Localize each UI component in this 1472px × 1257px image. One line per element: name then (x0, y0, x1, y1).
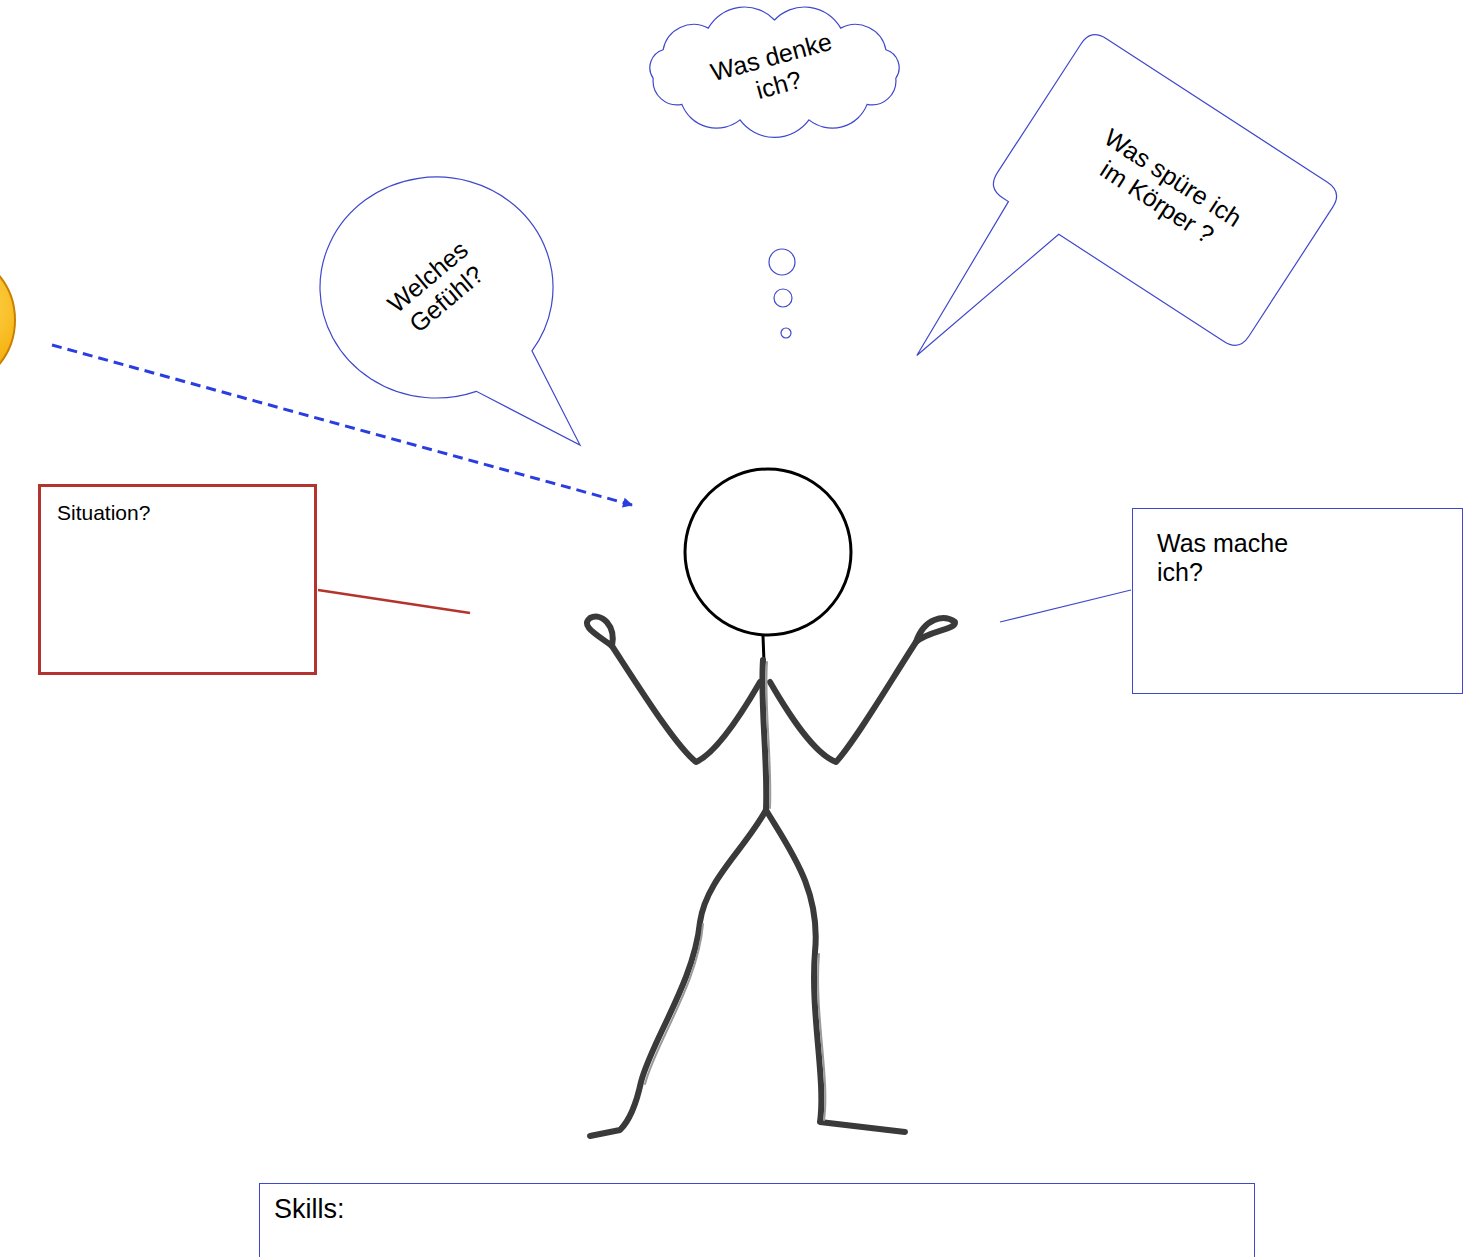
left-arm (612, 646, 760, 762)
right-hand (916, 618, 955, 642)
left-hand (587, 617, 613, 646)
box-label: Situation? (57, 501, 298, 525)
box-label: Was mache ich? (1157, 529, 1307, 587)
right-arm (770, 642, 916, 762)
speech-bubble: Welches Gefühl? (318, 175, 555, 400)
box-label: Skills: (274, 1194, 1240, 1225)
body-strokes (587, 617, 955, 1136)
left-leg-sketch (645, 924, 703, 1084)
thought-dot (769, 249, 795, 275)
thought-cloud: Was denke ich? (637, 5, 912, 137)
question-box: Was mache ich? (1132, 508, 1463, 694)
right-leg-sketch (818, 954, 825, 1120)
bubble-shape (890, 29, 1343, 502)
head (685, 469, 851, 635)
bubble-shape (320, 177, 580, 445)
right-leg (766, 810, 905, 1132)
left-leg (590, 810, 766, 1136)
leader-line (318, 590, 470, 613)
torso-sketch (766, 662, 770, 808)
sketch-strokes (645, 662, 825, 1120)
skills-box: Skills: (259, 1183, 1255, 1257)
question-box: Situation? (38, 484, 317, 675)
emotion-ball (0, 250, 15, 390)
cloud-shape (650, 7, 899, 137)
leader-line (1000, 590, 1131, 622)
thought-dot (774, 289, 792, 307)
thought-dot (781, 328, 791, 338)
speech-bubble: Was spüre ich im Körper ? (987, 29, 1342, 352)
stick-figure (587, 469, 955, 1136)
